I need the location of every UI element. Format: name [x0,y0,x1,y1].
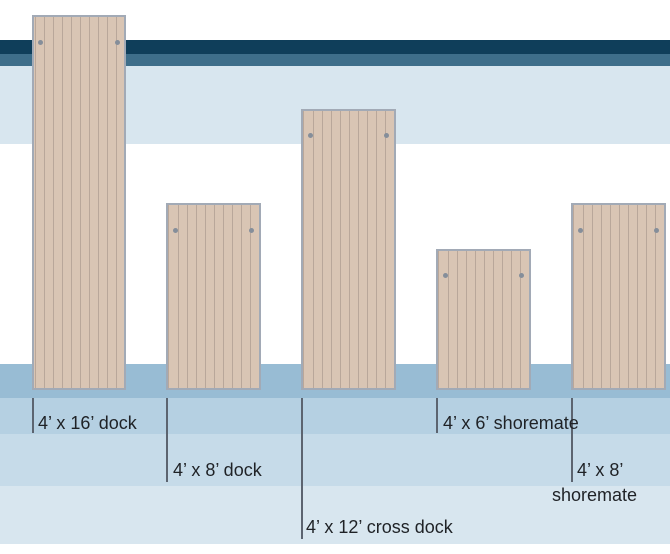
dock-4x8-label: 4’ x 8’ dock [173,460,262,480]
cross-dock-4x12-label: 4’ x 12’ cross dock [306,517,453,537]
shoremate-4x6-label: 4’ x 6’ shoremate [443,413,579,433]
dock-4x16-leader [32,398,34,433]
shoremate-4x8-label-line-1: 4’ x 8’ [577,460,624,480]
top-navy-stripe [0,40,670,54]
dock-4x16-label: 4’ x 16’ dock [38,413,137,433]
top-teal-stripe [0,54,670,66]
label-row-band-3 [0,486,670,544]
bolt-icon [249,228,254,233]
shoremate-4x8-label-line-2: shoremate [552,485,638,505]
shoremate-4x6-panel [436,249,531,390]
bolt-icon [173,228,178,233]
bolt-icon [384,133,389,138]
bolt-icon [38,40,43,45]
bolt-icon [443,273,448,278]
bolt-icon [654,228,659,233]
label-row-band-1 [0,398,670,434]
label-row-band-2 [0,434,670,486]
dock-4x8-leader [166,398,168,482]
bolt-icon [115,40,120,45]
dock-4x8-panel [166,203,261,390]
cross-dock-4x12-panel [301,109,396,390]
bolt-icon [308,133,313,138]
bolt-icon [578,228,583,233]
dock-4x16-panel [32,15,126,390]
shoremate-4x8-panel [571,203,666,390]
bolt-icon [519,273,524,278]
cross-dock-4x12-leader [301,398,303,539]
shoremate-4x8-leader [571,398,573,482]
shoremate-4x6-leader [436,398,438,433]
